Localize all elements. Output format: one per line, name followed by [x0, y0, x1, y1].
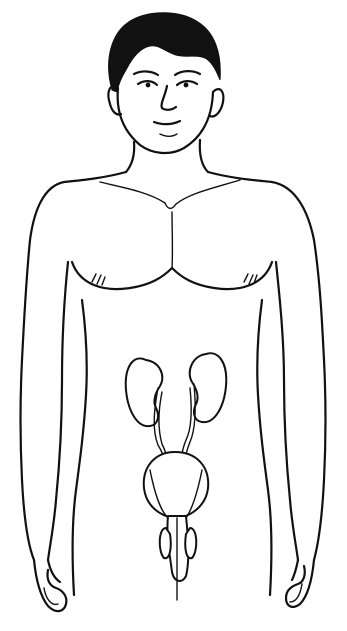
right-hand [286, 560, 314, 607]
neck-right [200, 140, 208, 172]
left-torso-side [73, 300, 87, 595]
collarbone-right [176, 180, 240, 204]
head [108, 13, 223, 153]
left-testis [160, 528, 171, 558]
right-shoulder-arm-outer [208, 172, 326, 560]
left-eyebrow [134, 71, 158, 75]
left-hand [34, 560, 66, 611]
right-pupil [184, 83, 189, 88]
left-shoulder-arm-outer [21, 172, 127, 560]
right-eyebrow [175, 71, 200, 75]
left-pupil [146, 83, 151, 88]
urinary-system [126, 353, 227, 600]
collarbone-left [100, 182, 165, 203]
hair [109, 13, 221, 92]
right-inner-arm [276, 262, 298, 560]
nose [162, 86, 176, 110]
right-torso-side [257, 300, 271, 595]
neck-left [126, 142, 134, 172]
face-outline [118, 88, 213, 153]
left-inner-arm [48, 262, 68, 560]
sternum-notch [165, 203, 176, 208]
chin-line [160, 134, 177, 136]
right-testis [185, 528, 196, 558]
left-pectoral [72, 262, 172, 289]
chest [72, 212, 272, 289]
mouth [154, 121, 180, 124]
left-nipple [92, 274, 105, 285]
